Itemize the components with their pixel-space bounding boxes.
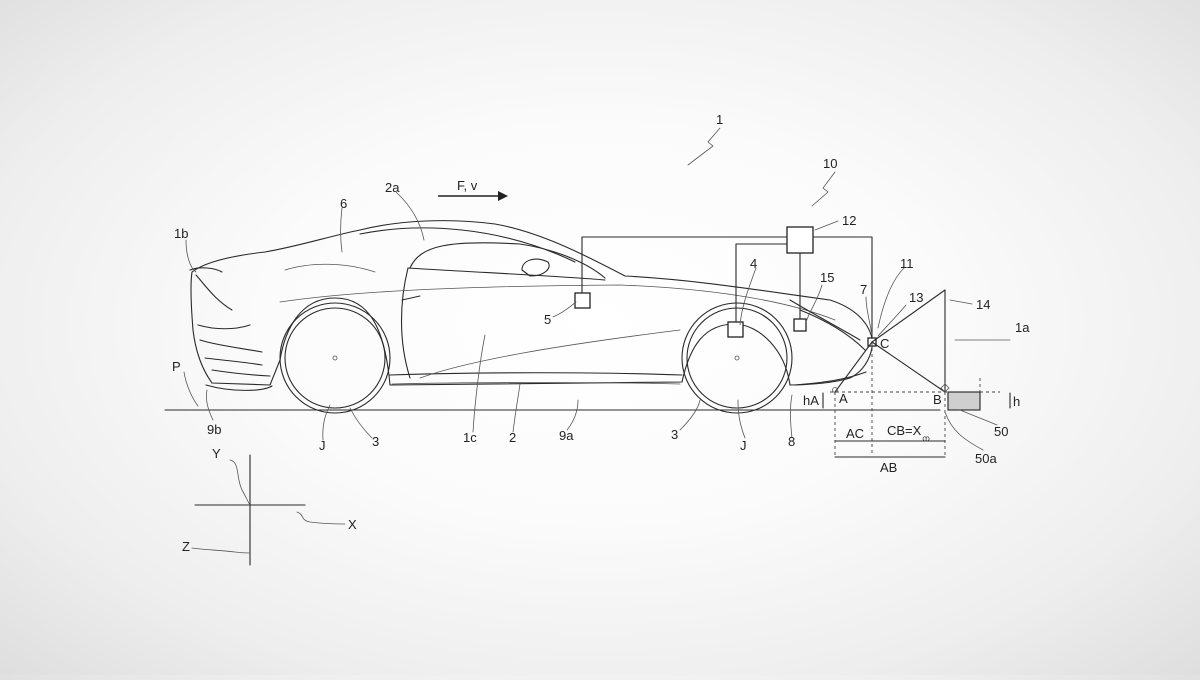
label-C: C — [880, 336, 889, 351]
axis-label-X: X — [348, 517, 357, 532]
label-J-front: J — [740, 438, 747, 453]
dimension-lines — [438, 191, 1011, 458]
sensor-box-15 — [793, 318, 807, 332]
axis-system — [191, 454, 346, 566]
label-7: 7 — [860, 282, 867, 297]
label-2: 2 — [509, 430, 516, 445]
label-8: 8 — [788, 434, 795, 449]
label-CB-subscript: ന — [922, 434, 930, 443]
label-CB: CB=X — [887, 423, 922, 438]
label-14: 14 — [976, 297, 990, 312]
sensor-beam — [832, 289, 950, 455]
label-J-rear: J — [319, 438, 326, 453]
label-1c: 1c — [463, 430, 477, 445]
label-Fv: F, v — [457, 178, 478, 193]
label-50a: 50a — [975, 451, 997, 466]
sensor-box-4 — [727, 321, 744, 338]
label-6: 6 — [340, 196, 347, 211]
obstacle-50 — [947, 391, 981, 411]
label-AC: AC — [846, 426, 864, 441]
label-50: 50 — [994, 424, 1008, 439]
label-11: 11 — [900, 256, 914, 271]
label-12: 12 — [842, 213, 856, 228]
axis-label-Y: Y — [212, 446, 221, 461]
label-2a: 2a — [385, 180, 400, 195]
label-3-rear: 3 — [372, 434, 379, 449]
label-9a: 9a — [559, 428, 574, 443]
reference-labels: 1 10 2a F, v 1b 6 12 4 15 11 7 13 14 1a … — [172, 112, 1030, 554]
front-wheel — [681, 302, 793, 414]
label-15: 15 — [820, 270, 834, 285]
label-A: A — [839, 391, 848, 406]
label-1a: 1a — [1015, 320, 1030, 335]
sensor-box-5 — [574, 292, 591, 309]
label-AB: AB — [880, 460, 897, 475]
label-4: 4 — [750, 256, 757, 271]
label-9b: 9b — [207, 422, 221, 437]
car-body — [189, 220, 873, 391]
label-13: 13 — [909, 290, 923, 305]
label-5: 5 — [544, 312, 551, 327]
label-1b: 1b — [174, 226, 188, 241]
control-unit-box — [786, 226, 814, 254]
label-10: 10 — [823, 156, 837, 171]
label-h: h — [1013, 394, 1020, 409]
axis-label-Z: Z — [182, 539, 190, 554]
control-wiring — [581, 236, 873, 343]
label-1: 1 — [716, 112, 723, 127]
leader-lines — [183, 127, 1011, 451]
label-hA: hA — [803, 393, 819, 408]
rear-wheel — [279, 302, 391, 414]
label-P: P — [172, 359, 181, 374]
label-3-front: 3 — [671, 427, 678, 442]
label-B: B — [933, 392, 942, 407]
